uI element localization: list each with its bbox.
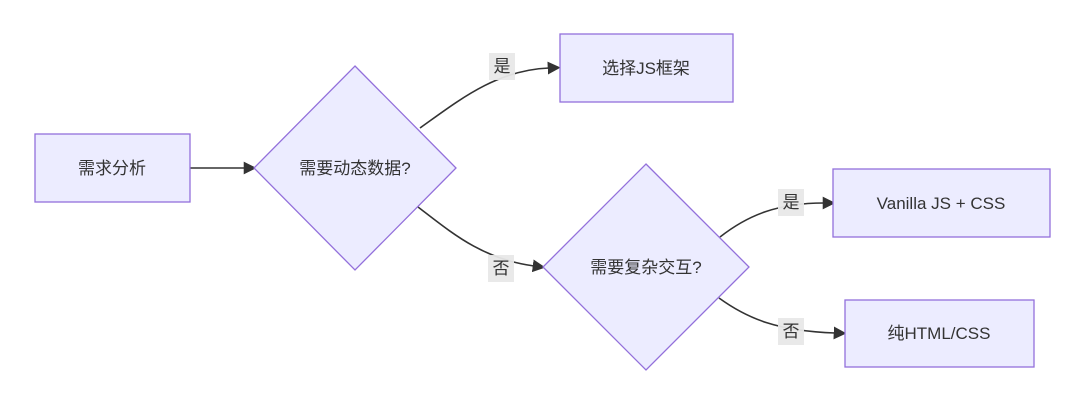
edge-label-yes: 是 — [783, 193, 800, 212]
node-pure-html-css-shape — [844, 299, 1035, 368]
edge-label-background — [778, 189, 804, 216]
node-need-dynamic-data-label: 需要动态数据? — [299, 159, 410, 178]
node-vanilla-js-css-label: Vanilla JS + CSS — [877, 194, 1006, 213]
edge-line — [419, 61, 561, 129]
edge-dynamic-no-to-interaction: 否 — [417, 206, 546, 282]
node-pure-html-css-label: 纯HTML/CSS — [888, 324, 991, 343]
node-need-dynamic-data: 需要动态数据? — [253, 65, 457, 271]
edge-label-no: 否 — [783, 322, 800, 341]
node-pure-html-css: 纯HTML/CSS — [844, 299, 1035, 368]
edge-label-no: 否 — [493, 259, 510, 278]
node-choose-js-framework-label: 选择JS框架 — [602, 59, 690, 78]
edge-label-background — [488, 255, 514, 282]
node-vanilla-js-css: Vanilla JS + CSS — [832, 168, 1051, 238]
edge-interaction-yes-to-vanilla: 是 — [719, 189, 836, 238]
node-requirements-analysis: 需求分析 — [34, 133, 191, 203]
node-need-dynamic-data-shape — [253, 65, 457, 271]
node-need-complex-interaction-shape — [542, 163, 750, 371]
node-vanilla-js-css-shape — [832, 168, 1051, 238]
edge-dynamic-yes-to-framework: 是 — [419, 53, 561, 129]
edge-line — [718, 297, 847, 340]
edge-interaction-no-to-purehtml: 否 — [718, 297, 847, 345]
node-need-complex-interaction-label: 需要复杂交互? — [590, 258, 701, 277]
edge-label-background — [778, 318, 804, 345]
node-requirements-analysis-shape — [34, 133, 191, 203]
node-choose-js-framework: 选择JS框架 — [559, 33, 734, 103]
edge-line — [719, 196, 836, 238]
edge-label-background — [489, 53, 515, 80]
node-choose-js-framework-shape — [559, 33, 734, 103]
edge-line — [417, 206, 546, 273]
node-requirements-analysis-label: 需求分析 — [78, 159, 146, 178]
node-need-complex-interaction: 需要复杂交互? — [542, 163, 750, 371]
edge-label-yes: 是 — [494, 57, 511, 76]
